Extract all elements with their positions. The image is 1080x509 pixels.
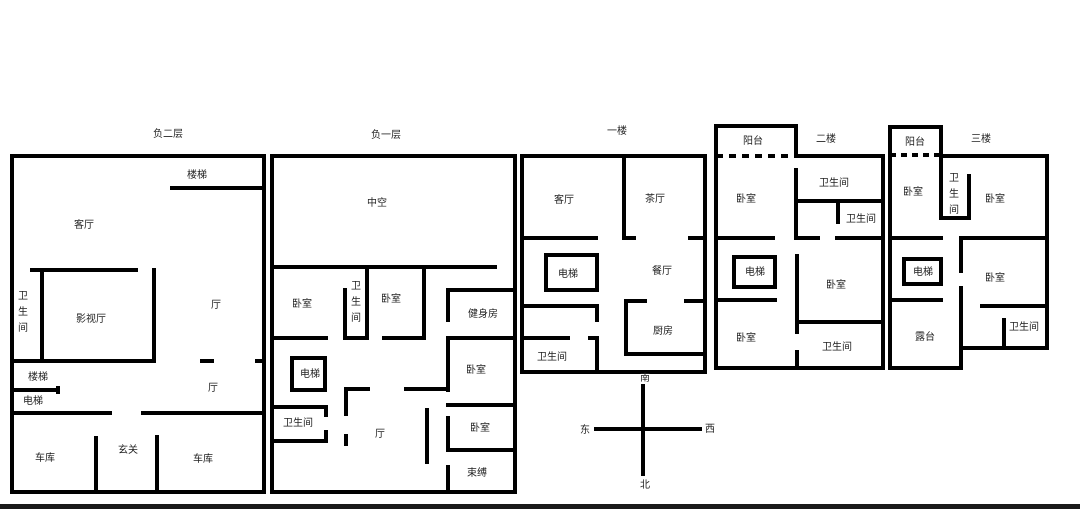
room-f2-bath3: 卫生间 [822,342,852,353]
room-f1-elevator: 电梯 [558,269,578,280]
room-f2-bedroom2: 卧室 [826,280,846,291]
room-b1-bind: 束缚 [467,468,487,479]
room-f2-balcony: 阳台 [743,136,763,147]
room-f1-living: 客厅 [554,195,574,206]
room-f1-dining: 餐厅 [652,266,672,277]
room-b2-living: 客厅 [74,220,94,231]
room-b1-bath-v: 卫 生 间 [350,279,362,327]
room-b2-hall1: 厅 [211,300,221,311]
room-f2-elevator: 电梯 [745,267,765,278]
char: 卫 [18,291,28,302]
char: 间 [351,313,361,324]
room-f3-balcony: 阳台 [905,137,925,148]
room-b1-void: 中空 [367,198,387,209]
room-b2-garage-left: 车库 [35,453,55,464]
room-b2-hall2: 厅 [208,383,218,394]
room-f1-kitchen: 厨房 [653,326,673,337]
room-f3-elevator: 电梯 [913,267,933,278]
room-b1-bedroom4: 卧室 [470,423,490,434]
room-b1-gym: 健身房 [468,309,498,320]
room-b2-elevator: 电梯 [23,396,43,407]
room-b1-elevator: 电梯 [300,369,320,380]
char: 间 [18,323,28,334]
char: 卫 [949,173,959,184]
room-f2-bath1: 卫生间 [819,178,849,189]
room-b1-bath: 卫生间 [283,418,313,429]
room-b2-stairs: 楼梯 [28,372,48,383]
room-f3-bedroom2: 卧室 [985,194,1005,205]
compass-west: 西 [705,424,715,435]
floor-title-f2: 二楼 [816,134,836,145]
room-f2-bath2: 卫生间 [846,214,876,225]
char: 卫 [351,281,361,292]
room-b2-entry: 玄关 [118,445,138,456]
compass-south: 南 [640,373,650,384]
char: 生 [18,307,28,318]
room-b1-bedroom2: 卧室 [381,294,401,305]
room-f3-bedroom1: 卧室 [903,187,923,198]
room-f2-bedroom3: 卧室 [736,333,756,344]
compass-north: 北 [640,480,650,491]
floor-title-f3: 三楼 [971,134,991,145]
room-b2-bath: 卫 生 间 [17,289,29,337]
room-b2-stairs-top: 楼梯 [187,170,207,181]
floor-title-b1: 负一层 [371,130,401,141]
compass-east: 东 [580,425,590,436]
room-f1-bath: 卫生间 [537,352,567,363]
room-b2-garage-right: 车库 [193,454,213,465]
room-f2-bedroom1: 卧室 [736,194,756,205]
char: 间 [949,205,959,216]
room-f3-terrace: 露台 [915,332,935,343]
room-f3-bath: 卫生间 [1009,322,1039,333]
char: 生 [949,189,959,200]
floor-title-f1: 一楼 [607,126,627,137]
room-b1-hall: 厅 [375,429,385,440]
room-f3-bath-v: 卫 生 间 [948,171,960,219]
floor-title-b2: 负二层 [153,129,183,140]
room-f1-tea: 茶厅 [645,194,665,205]
bottom-bar [0,504,1080,509]
room-b1-bedroom3: 卧室 [466,365,486,376]
room-f3-bedroom3: 卧室 [985,273,1005,284]
room-b2-theater: 影视厅 [76,314,106,325]
room-b1-bedroom1: 卧室 [292,299,312,310]
char: 生 [351,297,361,308]
